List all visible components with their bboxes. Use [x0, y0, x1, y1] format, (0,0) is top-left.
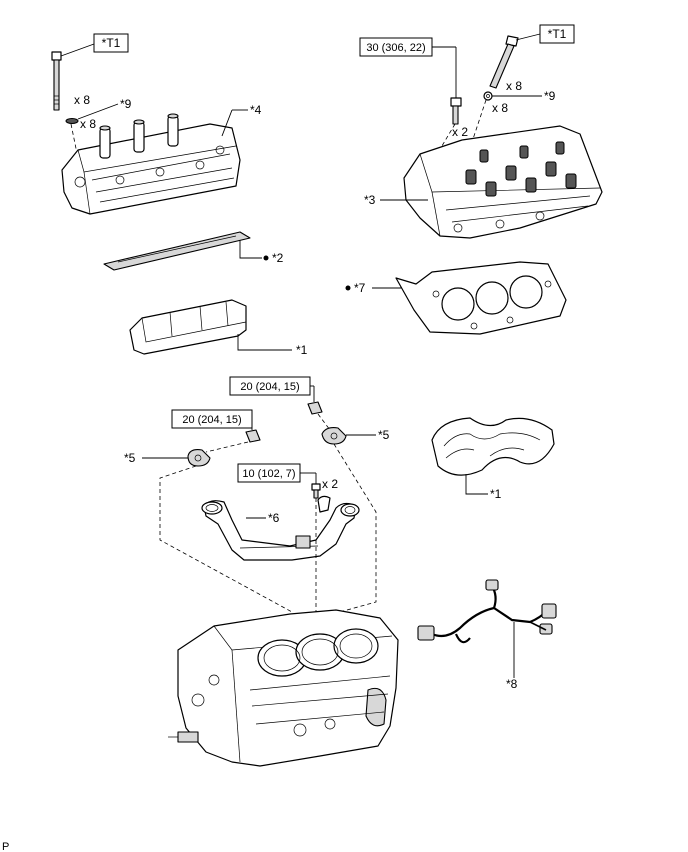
part-2-label: *2: [272, 251, 284, 265]
right-washer: [483, 91, 493, 101]
left-washer: [65, 118, 79, 124]
torque-tag-head-bolt: 30 (306, 22): [359, 37, 433, 57]
torque-head-bolt-label: 30 (306, 22): [366, 42, 425, 54]
right-washer-quantity: x 8: [492, 101, 508, 115]
head-bolt-quantity: x 2: [452, 125, 468, 139]
left-washer-quantity: x 8: [80, 117, 96, 131]
right-head-gasket: [395, 261, 567, 335]
right-short-bolt: [450, 97, 462, 125]
engine-wire-harness: [417, 579, 557, 644]
new-part-dot-2: [263, 255, 269, 261]
part-9-label-right: *9: [544, 89, 556, 103]
pipe-bolt: [311, 483, 321, 499]
valve-springs: [465, 141, 577, 197]
pipe-bolt-quantity: x 2: [322, 477, 338, 491]
knock-sensor-right: [321, 427, 347, 445]
part-3-label: *3: [364, 193, 376, 207]
corner-mark: P: [2, 841, 9, 852]
t1-tag-right: *T1: [539, 24, 575, 44]
part-5-label-right: *5: [378, 428, 390, 442]
knock-sensor-left: [187, 449, 211, 467]
torque-pipe-bolt-label: 10 (102, 7): [242, 468, 295, 480]
part-7-label: *7: [354, 281, 366, 295]
part-8-label: *8: [506, 677, 518, 691]
torque-tag-pipe-bolt: 10 (102, 7): [237, 463, 301, 483]
new-part-dot-7: [345, 285, 351, 291]
left-cylinder-head: [61, 113, 241, 215]
right-cylinder-head: [403, 125, 603, 239]
engine-block: [168, 609, 399, 767]
right-head-bolt: [489, 35, 519, 89]
torque-tag-sensor-upper: 20 (204, 15): [229, 376, 311, 396]
torque-sensor-upper-label: 20 (204, 15): [240, 381, 299, 393]
torque-sensor-lower-label: 20 (204, 15): [182, 414, 241, 426]
t1-label-right: *T1: [548, 27, 567, 41]
left-insulator: [129, 299, 247, 355]
part-1-label-lower: *1: [490, 487, 502, 501]
sensor-bolt-lower: [245, 429, 261, 443]
t1-tag-left: *T1: [93, 33, 129, 53]
part-6-label: *6: [268, 511, 280, 525]
right-bolt-quantity: x 8: [506, 79, 522, 93]
part-4-label: *4: [250, 103, 262, 117]
t1-label-left: *T1: [102, 36, 121, 50]
part-5-label-left: *5: [124, 451, 136, 465]
torque-tag-sensor-lower: 20 (204, 15): [171, 409, 253, 429]
right-insulator: [431, 417, 555, 476]
left-bolt-quantity: x 8: [74, 93, 90, 107]
sensor-bolt-upper: [307, 401, 323, 415]
part-9-label-left: *9: [120, 97, 132, 111]
left-head-gasket: [103, 231, 251, 271]
part-1-label-upper: *1: [296, 343, 308, 357]
left-head-bolt: [51, 51, 62, 111]
water-bypass-pipe: [201, 495, 360, 561]
